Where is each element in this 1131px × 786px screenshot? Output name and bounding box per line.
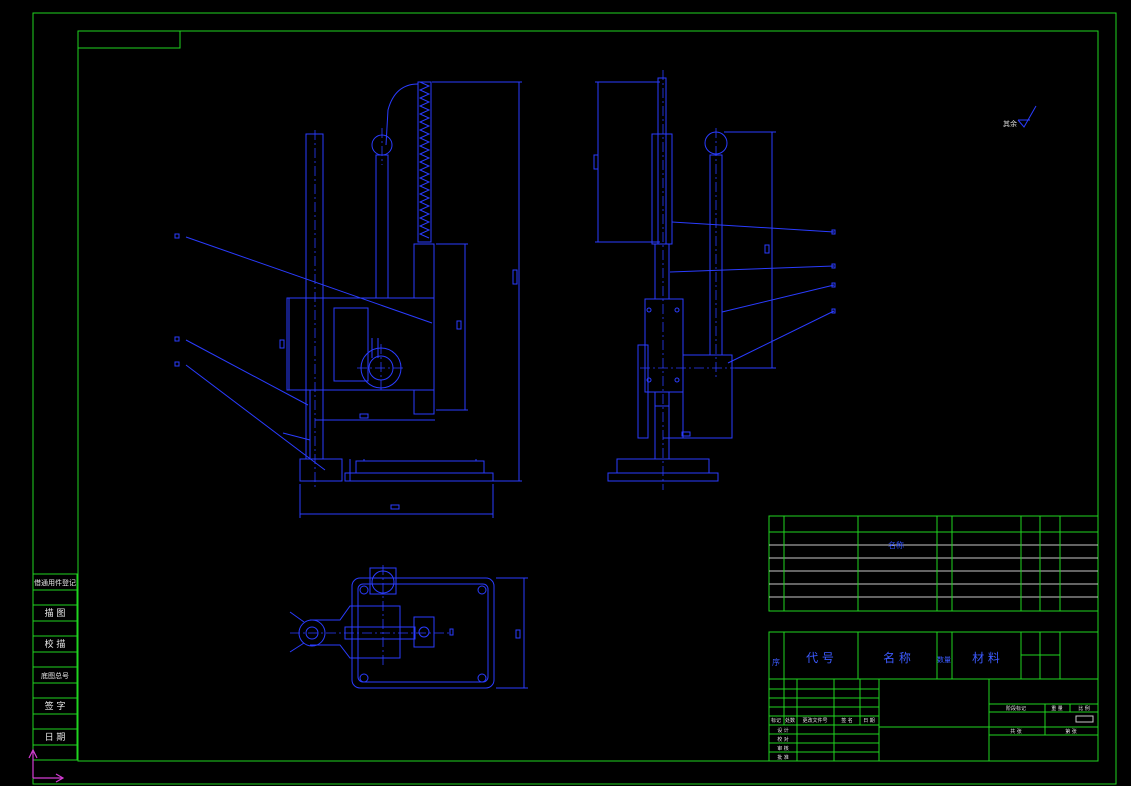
stamp-label-0: 借通用件登记 xyxy=(34,578,76,587)
sheet-total: 共 张 xyxy=(1010,728,1022,735)
roughness-label: 其余 xyxy=(1003,119,1017,128)
front-view xyxy=(174,81,522,518)
stamp-label-3: 底图总号 xyxy=(41,671,69,680)
rev-col-mark: 标记 xyxy=(771,717,781,724)
col-seq: 序 xyxy=(772,657,780,667)
top-view xyxy=(289,565,528,689)
stamp-label-2: 校 描 xyxy=(45,638,66,650)
bom-name-header: 名称 xyxy=(888,540,904,550)
sign-approve: 批 准 xyxy=(777,754,789,761)
col-name: 名 称 xyxy=(883,650,911,665)
stage-label: 阶段标记 xyxy=(1006,705,1026,712)
sign-review: 审 核 xyxy=(777,745,789,752)
col-material: 材 料 xyxy=(972,651,1000,665)
rev-col-file: 更改文件号 xyxy=(802,717,827,724)
rev-col-date: 日 期 xyxy=(863,718,875,724)
roughness-symbol: 其余 xyxy=(1003,105,1037,128)
sign-design: 设 计 xyxy=(777,727,789,734)
col-qty: 数量 xyxy=(937,655,951,664)
ucs-axis-icon xyxy=(28,748,65,783)
col-code: 代 号 xyxy=(806,651,834,665)
weight-label: 重 量 xyxy=(1051,705,1063,712)
side-stamp-table: 借通用件登记 描 图 校 描 底图总号 签 字 日 期 xyxy=(32,573,78,761)
rev-col-sign: 签 名 xyxy=(841,717,853,724)
scale-label: 比 例 xyxy=(1078,705,1090,712)
stamp-label-4: 签 字 xyxy=(45,700,66,712)
sign-check: 校 对 xyxy=(777,736,789,743)
rev-col-count: 处数 xyxy=(785,717,795,724)
title-block: 名称 序 代 号 名 称 数量 材 料 xyxy=(768,515,1099,762)
stamp-label-1: 描 图 xyxy=(45,607,66,619)
stamp-label-5: 日 期 xyxy=(45,732,66,743)
drawing-frame xyxy=(32,12,1117,785)
sheet-number: 第 张 xyxy=(1065,728,1077,735)
side-view xyxy=(593,70,836,490)
